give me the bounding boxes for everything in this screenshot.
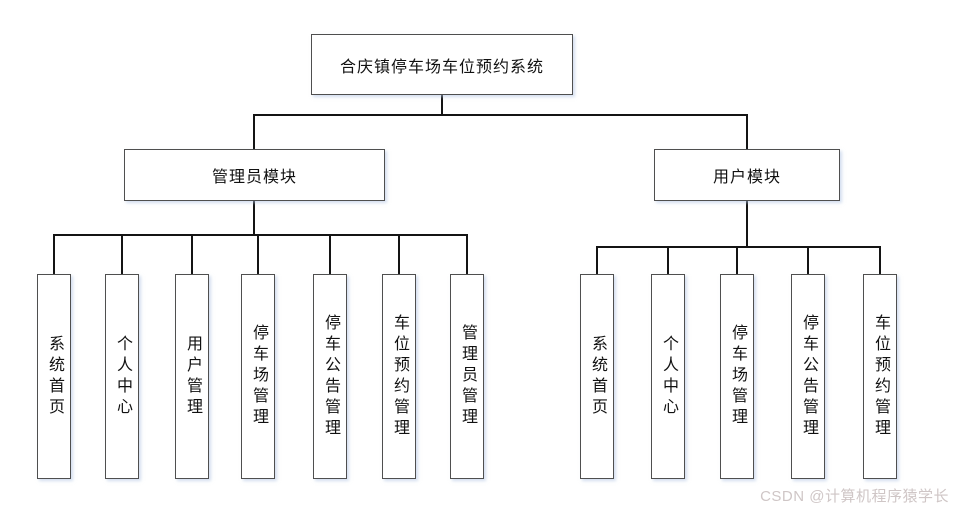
leaf-admin-parking-lot-management: 停车场管理: [241, 274, 275, 479]
module-node-admin: 管理员模块: [124, 149, 385, 201]
leaf-admin-system-home: 系统首页: [37, 274, 71, 479]
leaf-admin-administrator-management: 管理员管理: [450, 274, 484, 479]
module-node-user: 用户模块: [654, 149, 840, 201]
leaf-admin-space-reservation-management: 车位预约管理: [382, 274, 416, 479]
leaf-user-space-reservation-management: 车位预约管理: [863, 274, 897, 479]
leaf-admin-user-management: 用户管理: [175, 274, 209, 479]
leaf-user-system-home: 系统首页: [580, 274, 614, 479]
csdn-watermark: CSDN @计算机程序猿学长: [760, 488, 949, 505]
leaf-user-personal-center: 个人中心: [651, 274, 685, 479]
leaf-admin-parking-notice-management: 停车公告管理: [313, 274, 347, 479]
leaf-user-parking-lot-management: 停车场管理: [720, 274, 754, 479]
leaf-user-parking-notice-management: 停车公告管理: [791, 274, 825, 479]
root-node: 合庆镇停车场车位预约系统: [311, 34, 573, 95]
leaf-admin-personal-center: 个人中心: [105, 274, 139, 479]
